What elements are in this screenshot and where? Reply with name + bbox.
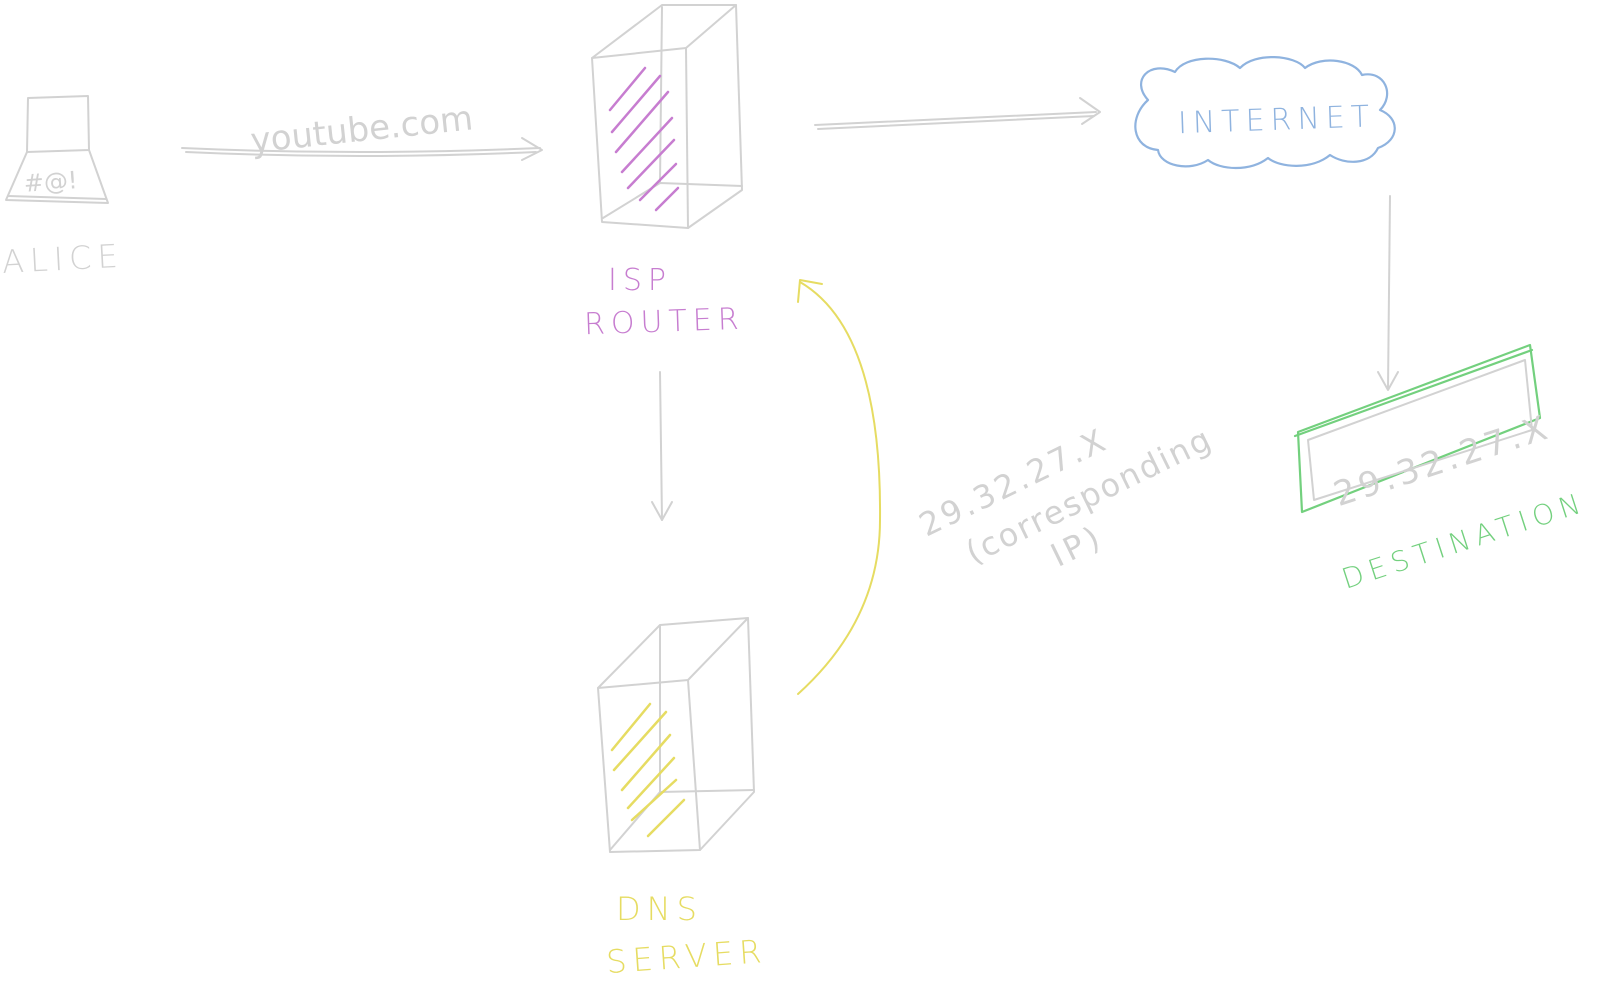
dns-label-line1: DNS bbox=[616, 890, 703, 928]
router-label-line2: ROUTER bbox=[584, 302, 746, 343]
internet-cloud-icon bbox=[1134, 56, 1396, 169]
alice-label: ALICE bbox=[1, 237, 125, 281]
destination-address-box-icon bbox=[1293, 343, 1542, 514]
internet-label: INTERNET bbox=[1177, 99, 1375, 141]
dns-label-line2: SERVER bbox=[605, 932, 769, 981]
destination-ip: 29.32.27.X bbox=[1329, 407, 1556, 515]
edge-router-to-internet bbox=[814, 97, 1101, 130]
dns-response-label: 29.32.27.X (corresponding IP) bbox=[913, 419, 1218, 574]
alice-laptop-icon bbox=[5, 95, 109, 204]
dns-server-tower-icon bbox=[597, 617, 755, 853]
edge-dns-to-router bbox=[797, 279, 882, 695]
router-server-tower-icon bbox=[591, 4, 743, 229]
edge-alice-to-router bbox=[181, 137, 543, 161]
edge-internet-to-destination bbox=[1377, 195, 1399, 391]
destination-inner-box bbox=[1307, 359, 1533, 501]
dns-hatching bbox=[610, 702, 686, 838]
alice-screen-text: #@! bbox=[23, 166, 79, 198]
edge-router-to-dns bbox=[651, 371, 673, 521]
router-label-line1: ISP bbox=[608, 263, 672, 298]
router-hatching bbox=[608, 66, 680, 212]
